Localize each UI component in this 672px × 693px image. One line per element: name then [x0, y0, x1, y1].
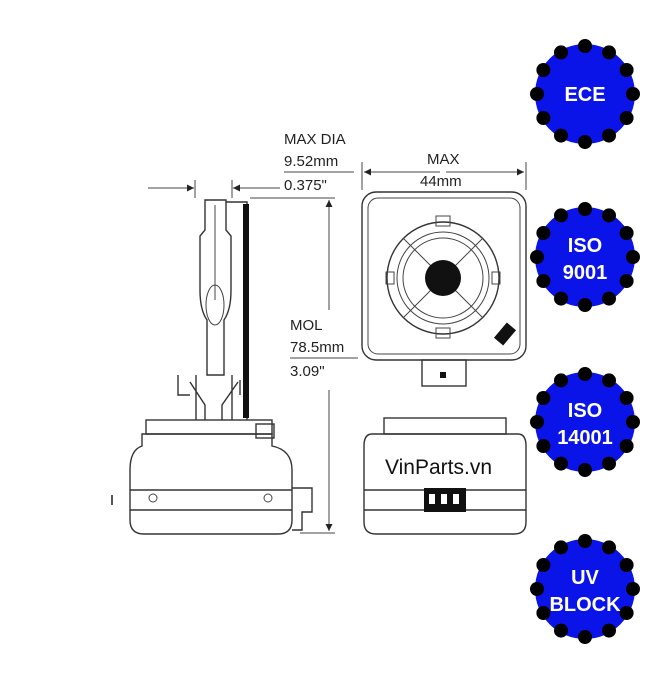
badge-label-line-2: 14001: [557, 427, 613, 449]
glass-tube: [199, 199, 232, 376]
badge-dots: [530, 367, 640, 477]
badge-label-line-2: 9001: [563, 262, 608, 284]
badge-dot: [554, 373, 568, 388]
badge-dot: [536, 274, 551, 288]
side-view: [111, 199, 313, 535]
badge-dot: [554, 45, 568, 60]
badge-dot: [578, 39, 592, 53]
badge-dot: [530, 415, 544, 429]
holder-legs: [177, 375, 241, 420]
mol-metric: 78.5mm: [290, 339, 344, 356]
badge-dot: [602, 208, 616, 223]
badge-dot: [536, 391, 551, 405]
badge-dot: [554, 456, 568, 471]
badge-dot: [602, 540, 616, 555]
badge-label: ECE: [564, 84, 605, 106]
badge-dot: [536, 63, 551, 77]
badge-dot: [530, 582, 544, 596]
badge-dot: [626, 250, 640, 264]
badge-dot: [578, 534, 592, 548]
badge-dot: [554, 291, 568, 306]
badge-circle: [535, 207, 635, 307]
mol-imperial: 3.09": [290, 363, 325, 380]
badge-dot: [619, 226, 634, 240]
max-dia-metric: 9.52mm: [284, 153, 338, 170]
badge-dot: [536, 606, 551, 620]
badge-dot: [602, 623, 616, 638]
badge-dot: [602, 291, 616, 306]
badge-dot: [578, 630, 592, 644]
badge-dot: [602, 128, 616, 143]
badge-dot: [602, 45, 616, 60]
front-view: [363, 417, 527, 535]
badge-circle: [535, 372, 635, 472]
front-base: [363, 433, 527, 535]
return-wire: [243, 204, 249, 418]
badge-dot: [530, 87, 544, 101]
badge-dot: [554, 540, 568, 555]
mol-label: MOL: [290, 317, 323, 334]
badge-dot: [554, 623, 568, 638]
badge-dot: [578, 367, 592, 381]
mol-dimension: MOL 78.5mm 3.09": [250, 197, 358, 534]
badge-dots: [530, 202, 640, 312]
watermark-text: VinParts.vn: [385, 456, 492, 479]
badge-dot: [602, 373, 616, 388]
max-dia-imperial: 0.375": [284, 177, 327, 194]
badge-dot: [536, 558, 551, 572]
badge-dot: [619, 63, 634, 77]
badge-dot: [554, 208, 568, 223]
badge-dot: [619, 111, 634, 125]
badge-label-line-1: ISO: [568, 235, 602, 257]
badge-dot: [626, 87, 640, 101]
badge-dot: [554, 128, 568, 143]
badge-dots: [530, 39, 640, 149]
badge-uv-block: UV BLOCK: [530, 534, 640, 644]
max-width-label: MAX: [427, 151, 460, 168]
badge-dot: [626, 582, 640, 596]
badge-dot: [578, 202, 592, 216]
badge-label-line-1: ISO: [568, 400, 602, 422]
badge-dot: [578, 135, 592, 149]
connector: [292, 487, 313, 531]
badge-dot: [619, 606, 634, 620]
badge-circle: [535, 44, 635, 144]
badge-dot: [536, 111, 551, 125]
badge-dot: [530, 250, 544, 264]
flange: [145, 419, 273, 435]
badge-dot: [619, 439, 634, 453]
badge-dot: [536, 439, 551, 453]
max-dia-dimension: MAX DIA 9.52mm 0.375": [148, 131, 354, 198]
badge-label-line-1: UV: [571, 567, 599, 589]
max-width-dimension: MAX 44mm: [361, 151, 527, 190]
badge-dot: [578, 463, 592, 477]
badge-dot: [602, 456, 616, 471]
top-connector: [421, 359, 467, 387]
badge-dot: [536, 226, 551, 240]
flange-tab: [255, 423, 275, 439]
max-dia-label: MAX DIA: [284, 131, 346, 148]
badge-dot: [619, 558, 634, 572]
socket-ring: [386, 221, 500, 335]
badge-iso-9001: ISO 9001: [530, 202, 640, 312]
front-flange: [383, 417, 507, 435]
badge-dot: [578, 298, 592, 312]
arc-capsule: [205, 284, 225, 326]
badge-label-line-2: BLOCK: [549, 594, 621, 616]
max-width-metric: 44mm: [420, 173, 462, 190]
bulb-center: [425, 260, 461, 296]
badge-ece: ECE: [530, 39, 640, 149]
base-body: [129, 433, 293, 535]
badge-dot: [619, 391, 634, 405]
badge-circle: [535, 539, 635, 639]
top-view: [361, 191, 527, 387]
badge-dot: [626, 415, 640, 429]
badge-dots: [530, 534, 640, 644]
badge-iso-14001: ISO 14001: [530, 367, 640, 477]
badge-dot: [619, 274, 634, 288]
